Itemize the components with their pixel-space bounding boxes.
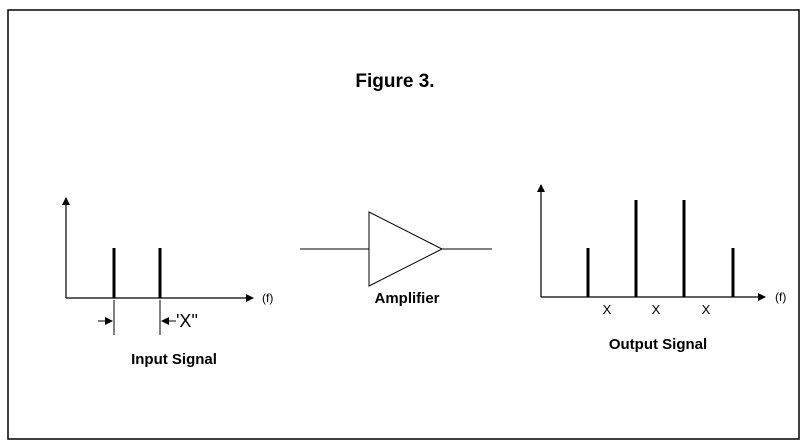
input-axis-label: (f) — [262, 291, 273, 305]
spacing-label: 'X" — [176, 311, 198, 331]
figure-title: Figure 3. — [355, 71, 434, 92]
amplifier: Amplifier — [300, 211, 492, 307]
amplifier-label: Amplifier — [374, 290, 439, 307]
output-signal-label: Output Signal — [609, 336, 707, 353]
output-spacing-mark-3: X — [702, 302, 711, 317]
amplifier-symbol — [368, 211, 444, 287]
output-spacing-mark-2: X — [652, 302, 661, 317]
output-axis-label: (f) — [775, 290, 786, 304]
figure-frame — [7, 9, 800, 440]
output-spacing-mark-1: X — [603, 302, 612, 317]
output-spectrum: (f) X X X Output Signal — [537, 184, 786, 353]
input-signal-label: Input Signal — [131, 351, 217, 368]
input-spectrum: (f) 'X" Input Signal — [62, 197, 273, 368]
